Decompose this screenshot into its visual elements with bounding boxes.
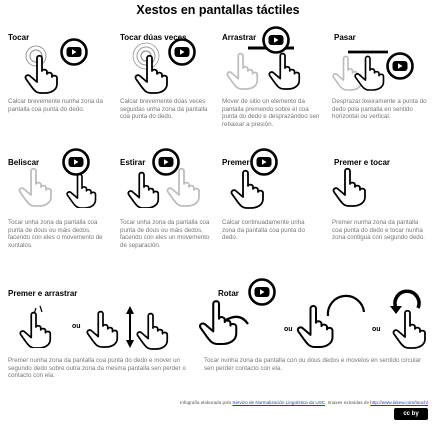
gesture-desc-beliscar: Tocar unha zona da pantalla coa punta de… (8, 219, 103, 249)
gesture-label-premer-e-tocar: Premer e tocar (334, 158, 391, 167)
press-drag-illustration-b (86, 306, 169, 350)
swipe-illustration (332, 50, 414, 91)
gesture-label-beliscar: Beliscar (8, 158, 40, 167)
gesture-label-pasar: Pasar (334, 33, 356, 42)
separator-ou-3: ou (372, 326, 381, 333)
rotate-illustration-c (390, 289, 426, 349)
gesture-label-tocar-duas-veces: Tocar dúas veces (120, 33, 187, 42)
cc-license-badge: cc by (394, 408, 428, 420)
gesture-desc-premer: Calcar continuadamente unha zona da pant… (222, 219, 305, 242)
gesture-desc-arrastrar: Mover de sitio un elemento da pantalla p… (222, 98, 320, 128)
gesture-desc-tocar: Calcar brevemente nunha zona da pantalla… (8, 98, 103, 113)
page-title: Xestos en pantallas táctiles (136, 3, 300, 17)
separator-ou-2: ou (284, 326, 293, 333)
press-illustration (230, 148, 278, 209)
gesture-label-tocar: Tocar (8, 33, 30, 42)
gesture-label-premer: Premer (222, 158, 250, 167)
drag-illustration (226, 26, 301, 91)
gesture-desc-premer-e-arrastrar: Premer nunha zona da pantalla coa punta … (8, 357, 186, 380)
spread-illustration (127, 148, 200, 208)
tap-illustration (24, 38, 88, 95)
gesture-desc-premer-e-tocar: Premer nunha zona da pantalla coa punta … (332, 219, 425, 242)
footer-credits: Infografía elaborada polo Servizo de Nor… (0, 400, 428, 405)
press-drag-illustration-a (19, 305, 52, 348)
separator-ou-1: ou (72, 323, 81, 330)
gesture-desc-tocar-duas-veces: Calcar brevemente dúas veces seguidas un… (120, 98, 208, 121)
press-and-tap-illustration (332, 167, 366, 207)
rotate-illustration-b (296, 294, 366, 348)
footer-middle: . Imaxes extraídas de (325, 400, 371, 405)
footer-link-snl-usc[interactable]: Servizo de Normalización Lingüística da … (232, 400, 326, 405)
gesture-label-estirar: Estirar (120, 158, 146, 167)
pinch-illustration (18, 148, 97, 208)
rotate-illustration-a (198, 278, 276, 346)
footer-link-lukew[interactable]: http://www.lukew.com/touch/ (370, 400, 428, 405)
footer-prefix: Infografía elaborada polo (180, 400, 233, 405)
gesture-desc-rotar: Tocar nunha zona da pantalla con ou dous… (204, 357, 422, 372)
gesture-label-premer-e-arrastrar: Premer e arrastrar (8, 289, 78, 298)
gesture-label-arrastrar: Arrastrar (222, 33, 257, 42)
gesture-label-rotar: Rotar (218, 289, 239, 298)
gesture-desc-pasar: Desprazar lixeiramente a punta do dedo p… (332, 98, 427, 121)
double-tap-illustration (132, 38, 196, 95)
gesture-desc-estirar: Tocar unha zona da pantalla coa punta de… (120, 219, 210, 249)
